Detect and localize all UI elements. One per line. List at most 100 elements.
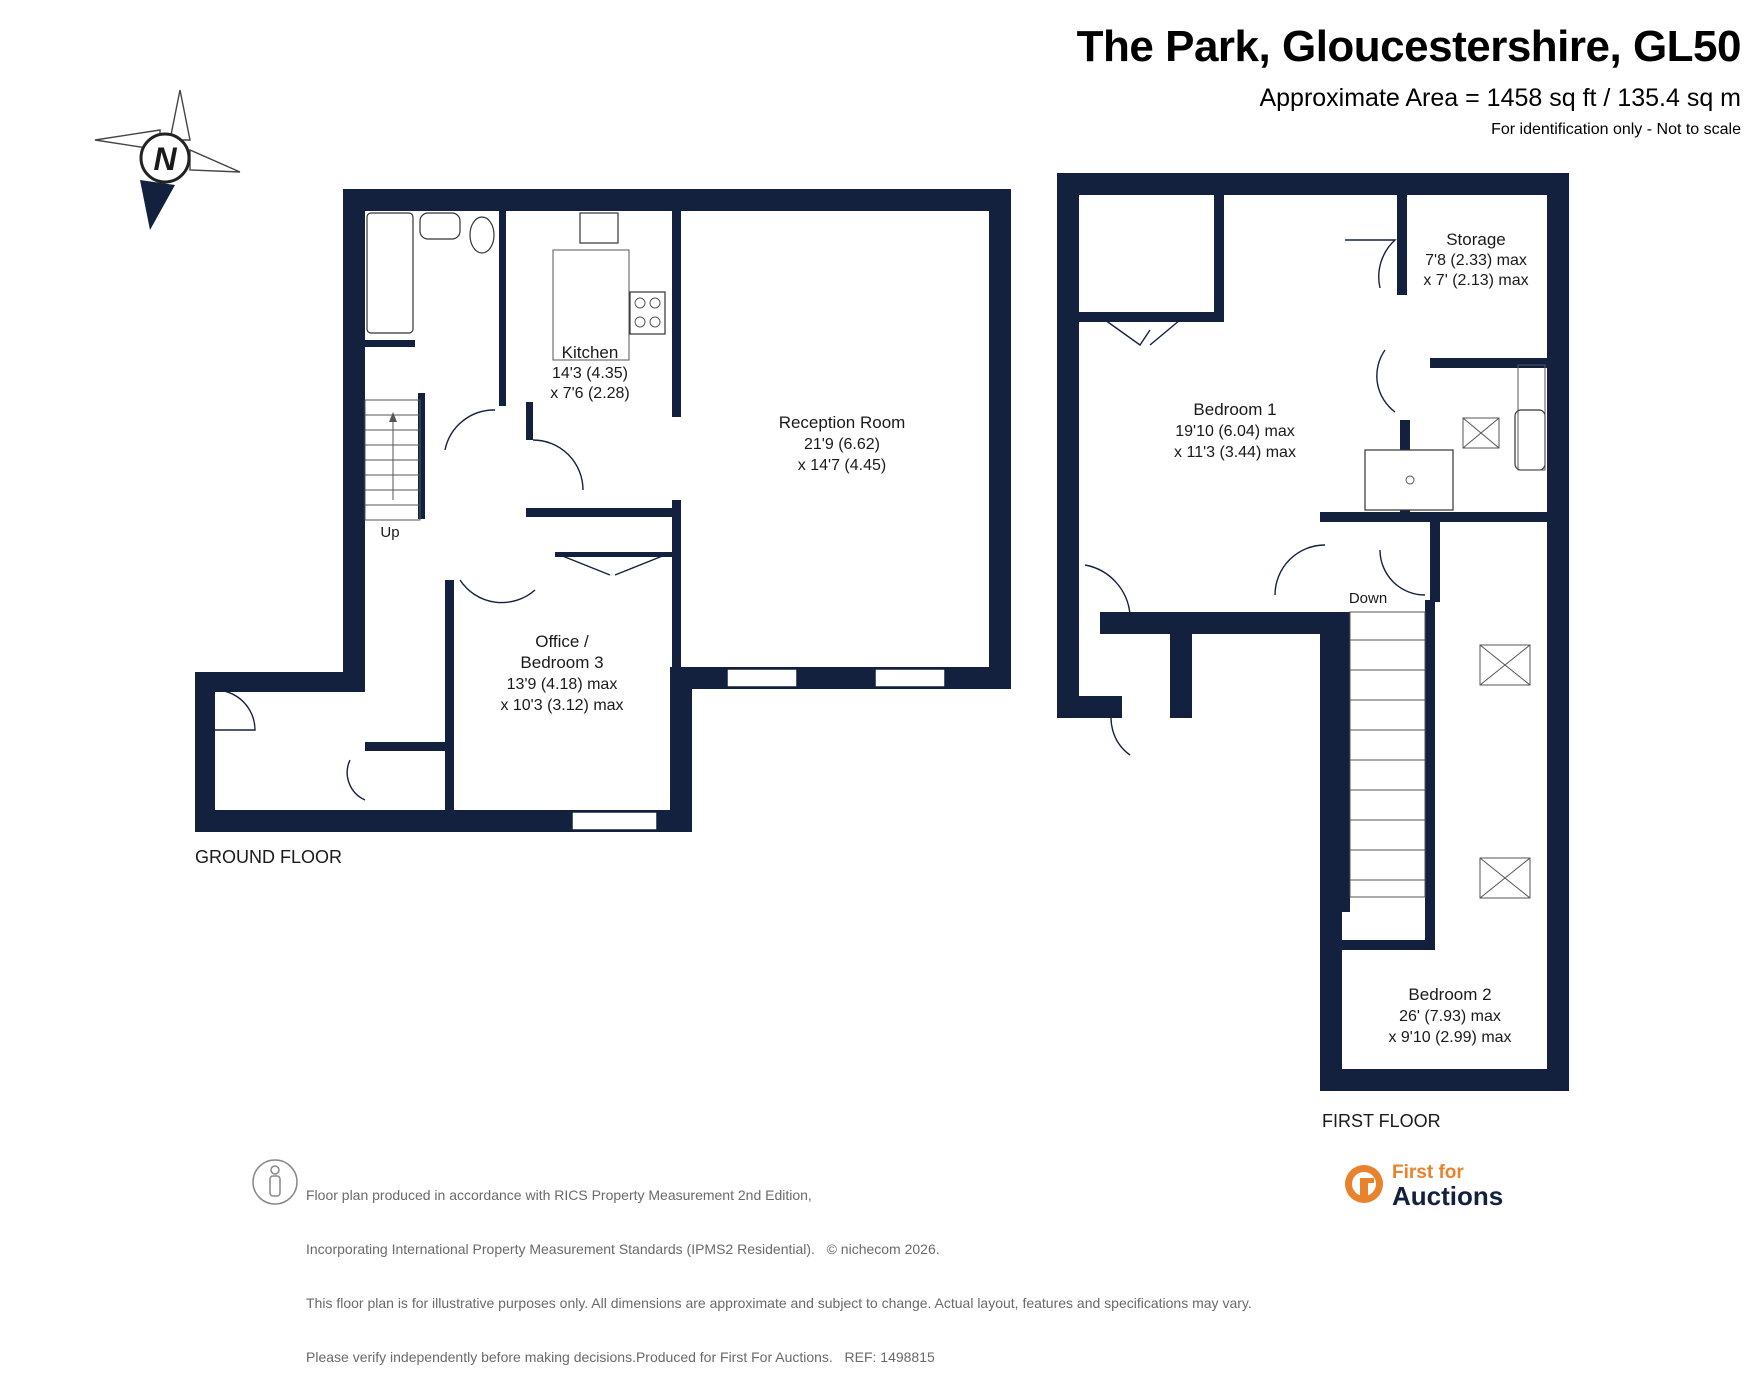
ff-wall-jut bbox=[1170, 612, 1192, 718]
office-window bbox=[571, 811, 658, 831]
ff-stairs bbox=[1349, 611, 1426, 898]
footer-copyright: © nichecom 2026. bbox=[826, 1241, 940, 1257]
wc-door bbox=[444, 409, 496, 451]
reception-window-2 bbox=[874, 668, 946, 688]
ff-wall-bed2-left bbox=[1320, 612, 1342, 1091]
front-door bbox=[214, 689, 256, 731]
person-icon bbox=[252, 1159, 298, 1205]
footer-disclaimer: Floor plan produced in accordance with R… bbox=[306, 1150, 1252, 1384]
gf-wall-bottom bbox=[195, 810, 690, 832]
bedroom1-name: Bedroom 1 bbox=[1193, 400, 1276, 419]
ensuite-vanity bbox=[1517, 364, 1546, 471]
storage-name: Storage bbox=[1446, 230, 1506, 249]
logo-mark-icon bbox=[1345, 1165, 1383, 1203]
floor-plan-drawing: N bbox=[94, 89, 1569, 1205]
gf-wall-hall-right bbox=[526, 402, 533, 440]
gf-wall-left-lower bbox=[195, 672, 215, 832]
first-floor-plan bbox=[1057, 173, 1569, 1091]
footer-line-1: Floor plan produced in accordance with R… bbox=[306, 1187, 812, 1203]
gf-wall-right bbox=[989, 189, 1011, 689]
toilet-icon bbox=[469, 216, 495, 254]
ff-wall-storage-left bbox=[1397, 195, 1407, 295]
bed1-door bbox=[1274, 544, 1326, 596]
gf-wall-kitchen-reception-2 bbox=[672, 500, 681, 670]
footer-line-3: This floor plan is for illustrative purp… bbox=[306, 1295, 1252, 1311]
reception-window-1 bbox=[726, 668, 798, 688]
ff-wall-bottom bbox=[1320, 1069, 1569, 1091]
reception-dim1: 21'9 (6.62) bbox=[804, 436, 880, 453]
footer-ref: REF: 1498815 bbox=[844, 1349, 935, 1365]
ff-wall-wardrobe-top bbox=[1079, 312, 1214, 322]
gf-wall-reception-bottom bbox=[670, 667, 1011, 689]
cupboard-door bbox=[346, 759, 366, 801]
hob-icon bbox=[629, 291, 666, 335]
first-floor-label: FIRST FLOOR bbox=[1322, 1111, 1441, 1131]
wardrobe-door bbox=[559, 554, 666, 576]
kitchen-sink-icon bbox=[579, 212, 619, 244]
bedroom2-name: Bedroom 2 bbox=[1408, 985, 1491, 1004]
skylight-icon bbox=[1479, 644, 1531, 686]
ff-wall-stairs-bottom bbox=[1342, 940, 1435, 950]
plan-title: The Park, Gloucestershire, GL50 bbox=[1076, 22, 1742, 71]
gf-wall-top bbox=[343, 189, 1011, 211]
footer-line-2-text: Incorporating International Property Mea… bbox=[306, 1241, 815, 1257]
kitchen-worktop bbox=[552, 249, 630, 361]
kitchen-dim2: x 7'6 (2.28) bbox=[550, 385, 630, 402]
ff-wall-left bbox=[1057, 173, 1079, 718]
storage-dim2: x 7' (2.13) max bbox=[1423, 272, 1528, 289]
gf-wall-step bbox=[195, 672, 365, 692]
gf-wall-office-right bbox=[670, 667, 692, 832]
kitchen-name: Kitchen bbox=[562, 343, 619, 362]
office-dim2: x 10'3 (3.12) max bbox=[500, 697, 623, 714]
ff-wall-ensuite-bottom bbox=[1320, 512, 1547, 522]
gf-wall-office-top bbox=[526, 508, 676, 517]
ff-wall-stairs-right bbox=[1425, 600, 1435, 950]
reception-name: Reception Room bbox=[779, 413, 906, 432]
first-floor-labels: Storage 7'8 (2.33) max x 7' (2.13) max B… bbox=[1174, 230, 1529, 1131]
gf-wall-bath-right bbox=[499, 211, 506, 406]
ff-wall-top bbox=[1057, 173, 1569, 195]
balcony-door bbox=[1084, 564, 1131, 756]
reception-dim2: x 14'7 (4.45) bbox=[798, 457, 886, 474]
bedroom1-dim2: x 11'3 (3.44) max bbox=[1174, 444, 1296, 461]
footer-line-4-text: Please verify independently before makin… bbox=[306, 1349, 833, 1365]
gf-wall-left-upper bbox=[343, 189, 365, 689]
bedroom2-dim2: x 9'10 (2.99) max bbox=[1388, 1029, 1511, 1046]
shower-icon bbox=[1364, 449, 1454, 511]
skylight-icon bbox=[1462, 417, 1500, 449]
gf-stairs-label: Up bbox=[380, 524, 399, 541]
basin-icon bbox=[419, 212, 461, 240]
footer-line-4: Please verify independently before makin… bbox=[306, 1348, 1252, 1366]
office-name-2: Bedroom 3 bbox=[520, 653, 603, 672]
gf-wall-office-left bbox=[445, 580, 454, 812]
office-name-1: Office / bbox=[535, 632, 589, 651]
ensuite-door bbox=[1376, 349, 1396, 413]
kitchen-dim1: 14'3 (4.35) bbox=[552, 365, 628, 382]
storage-dim1: 7'8 (2.33) max bbox=[1425, 252, 1527, 269]
bath-icon bbox=[366, 212, 414, 334]
bedroom1-dim1: 19'10 (6.04) max bbox=[1175, 423, 1295, 440]
storage-door bbox=[1345, 239, 1397, 289]
approximate-area: Approximate Area = 1458 sq ft / 135.4 sq… bbox=[1259, 84, 1741, 112]
ground-floor-plan bbox=[195, 189, 1011, 832]
first-for-auctions-logo: First for Auctions bbox=[1342, 1158, 1512, 1211]
ff-wall-bed2-divider bbox=[1430, 522, 1440, 602]
ff-wall-bottom-left bbox=[1057, 696, 1122, 718]
logo-text-line-1: First for bbox=[1392, 1162, 1464, 1183]
ff-stairs-label: Down bbox=[1349, 590, 1387, 607]
compass-letter: N bbox=[153, 141, 177, 177]
gf-wall-wardrobe bbox=[555, 552, 673, 557]
ff-wall-stairs-left bbox=[1340, 612, 1350, 912]
ff-wall-landing-bottom bbox=[1100, 612, 1320, 634]
gf-wall-kitchen-reception bbox=[672, 211, 681, 417]
hall-door bbox=[532, 439, 584, 491]
identification-note: For identification only - Not to scale bbox=[1491, 121, 1741, 138]
bedroom2-dim1: 26' (7.93) max bbox=[1399, 1008, 1501, 1025]
wardrobe-doors bbox=[1104, 319, 1181, 346]
ff-wall-storage-bottom bbox=[1430, 358, 1547, 368]
office-door bbox=[459, 579, 536, 604]
ensuite-basin-icon bbox=[1514, 409, 1546, 471]
compass-icon: N bbox=[94, 89, 241, 230]
office-dim1: 13'9 (4.18) max bbox=[507, 676, 618, 693]
ground-floor-label: GROUND FLOOR bbox=[195, 847, 342, 867]
